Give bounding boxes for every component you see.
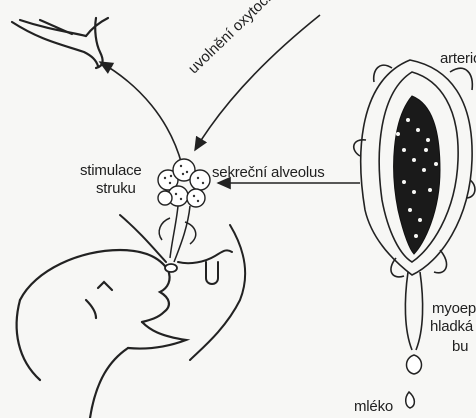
- milk-drop-large: [407, 355, 422, 374]
- nipple: [165, 264, 177, 272]
- milk-label: mléko: [354, 398, 393, 415]
- alveolus-duct: [405, 272, 422, 350]
- myoepi-label: myoepi: [432, 300, 476, 317]
- hladka-label: hladká: [430, 318, 473, 335]
- stimulation-arrow: [100, 62, 182, 165]
- milk-drop-small: [406, 392, 415, 408]
- stimulation-label-line2: struku: [96, 180, 136, 197]
- brain-outline: [12, 18, 108, 68]
- stimulation-label-line1: stimulace: [80, 162, 142, 179]
- arteriola-label: arteriola: [440, 50, 476, 67]
- bunka-label: bu: [452, 338, 468, 355]
- baby-head: [17, 250, 186, 418]
- alveolus-label: sekreční alveolus: [212, 164, 325, 181]
- alveolus-lumen: [394, 96, 440, 254]
- oxytocin-arrow: [195, 15, 320, 150]
- milk-ducts: [159, 206, 196, 262]
